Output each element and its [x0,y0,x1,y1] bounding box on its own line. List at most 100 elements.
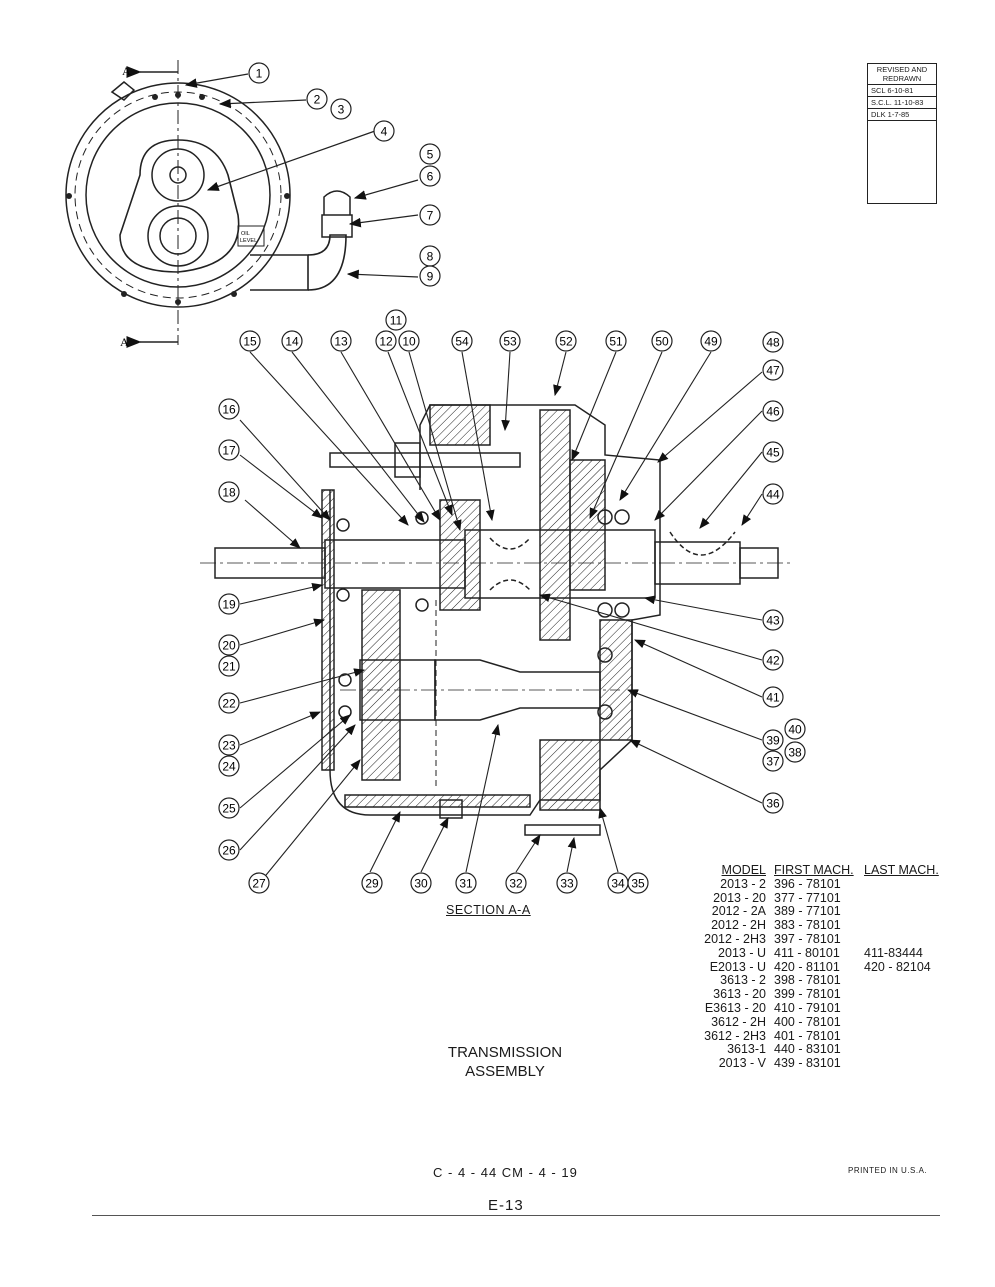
table-cell: 411-83444 [864,945,923,960]
callout-bubble: 23 [218,734,240,756]
callout-bubble: 6 [419,165,441,187]
callout-number: 42 [766,654,780,668]
callout-number: 44 [766,488,780,502]
table-cell: 2013 - 2 [720,876,766,891]
callout-number: 51 [609,335,623,349]
callout-number: 30 [414,877,428,891]
callout-bubble: 8 [419,245,441,267]
callout-bubble: 52 [555,330,577,352]
callout-bubble: 5 [419,143,441,165]
callout-number: 54 [455,335,469,349]
callout-number: 6 [427,170,434,184]
callout-number: 46 [766,405,780,419]
callout-bubble: 26 [218,839,240,861]
callout-number: 24 [222,760,236,774]
table-row: 2012 - 2H 383 - 78101 [700,918,944,933]
callout-number: 13 [334,335,348,349]
section-caption: SECTION A-A [446,903,531,917]
callout-bubble: 27 [248,872,270,894]
table-cell: 383 - 78101 [774,918,841,933]
callout-number: 10 [402,335,416,349]
callout-number: 52 [559,335,573,349]
callout-number: 18 [222,486,236,500]
callout-number: 49 [704,335,718,349]
table-cell: 3613 - 2 [720,973,766,988]
table-cell [860,1016,944,1030]
callout-bubble: 25 [218,797,240,819]
callout-bubble: 20 [218,634,240,656]
callout-bubble: 7 [419,204,441,226]
callout-number: 33 [560,877,574,891]
table-cell: 389 - 77101 [774,904,841,919]
callout-number: 23 [222,739,236,753]
table-cell: 410 - 79101 [774,1000,841,1015]
table-cell: 396 - 78101 [774,876,841,891]
table-cell [860,1043,944,1057]
table-row: 2013 - 2 396 - 78101 [700,876,944,892]
callout-bubble: 51 [605,330,627,352]
callout-number: 27 [252,877,266,891]
callout-bubble: 9 [419,265,441,287]
callout-bubble: 43 [762,609,784,631]
printed-note: PRINTED IN U.S.A. [848,1166,928,1175]
callout-number: 17 [222,444,236,458]
callout-bubble: 32 [505,872,527,894]
callout-number: 50 [655,335,669,349]
table-cell: 440 - 83101 [774,1042,841,1057]
callout-number: 34 [611,877,625,891]
callout-bubble: 44 [762,483,784,505]
table-cell [860,974,944,988]
revision-blank [868,121,936,203]
callout-number: 41 [766,691,780,705]
callout-bubble: 12 [375,330,397,352]
callout-number: 8 [427,250,434,264]
callout-bubble: 33 [556,872,578,894]
callout-number: 25 [222,802,236,816]
table-cell: 399 - 78101 [774,987,841,1002]
footer-codes: C - 4 - 44 CM - 4 - 19 [433,1165,578,1180]
callout-number: 40 [788,723,802,737]
callout-number: 2 [314,93,321,107]
callout-bubble: 18 [218,481,240,503]
table-cell: 377 - 77101 [774,890,841,905]
callout-number: 19 [222,598,236,612]
table-cell [860,892,944,906]
callout-bubble: 17 [218,439,240,461]
revision-heading: REVISED AND REDRAWN [868,64,936,85]
callout-number: 36 [766,797,780,811]
table-cell: 411 - 80101 [774,945,840,960]
table-cell: 400 - 78101 [774,1014,841,1029]
section-marker-bottom: A [120,335,129,349]
table-cell: 3612 - 2H [711,1014,766,1029]
page-number: E-13 [488,1197,524,1214]
callout-number: 32 [509,877,523,891]
callout-bubble: 46 [762,400,784,422]
callout-bubble: 37 [762,750,784,772]
callout-number: 43 [766,614,780,628]
table-cell: 420 - 82104 [864,959,931,974]
table-cell: 2012 - 2H [711,918,766,933]
callout-bubble: 15 [239,330,261,352]
table-cell [860,988,944,1002]
footer-rule [92,1215,940,1216]
callout-bubble: 30 [410,872,432,894]
callout-bubble: 24 [218,755,240,777]
callout-number: 31 [459,877,473,891]
callout-number: 15 [243,335,257,349]
callout-bubble: 40 [784,718,806,740]
table-cell [860,905,944,919]
callout-bubble: 29 [361,872,383,894]
table-cell [860,1030,944,1044]
callout-bubble: 34 [607,872,629,894]
table-cell: 2012 - 2H3 [704,931,766,946]
callout-number: 16 [222,403,236,417]
